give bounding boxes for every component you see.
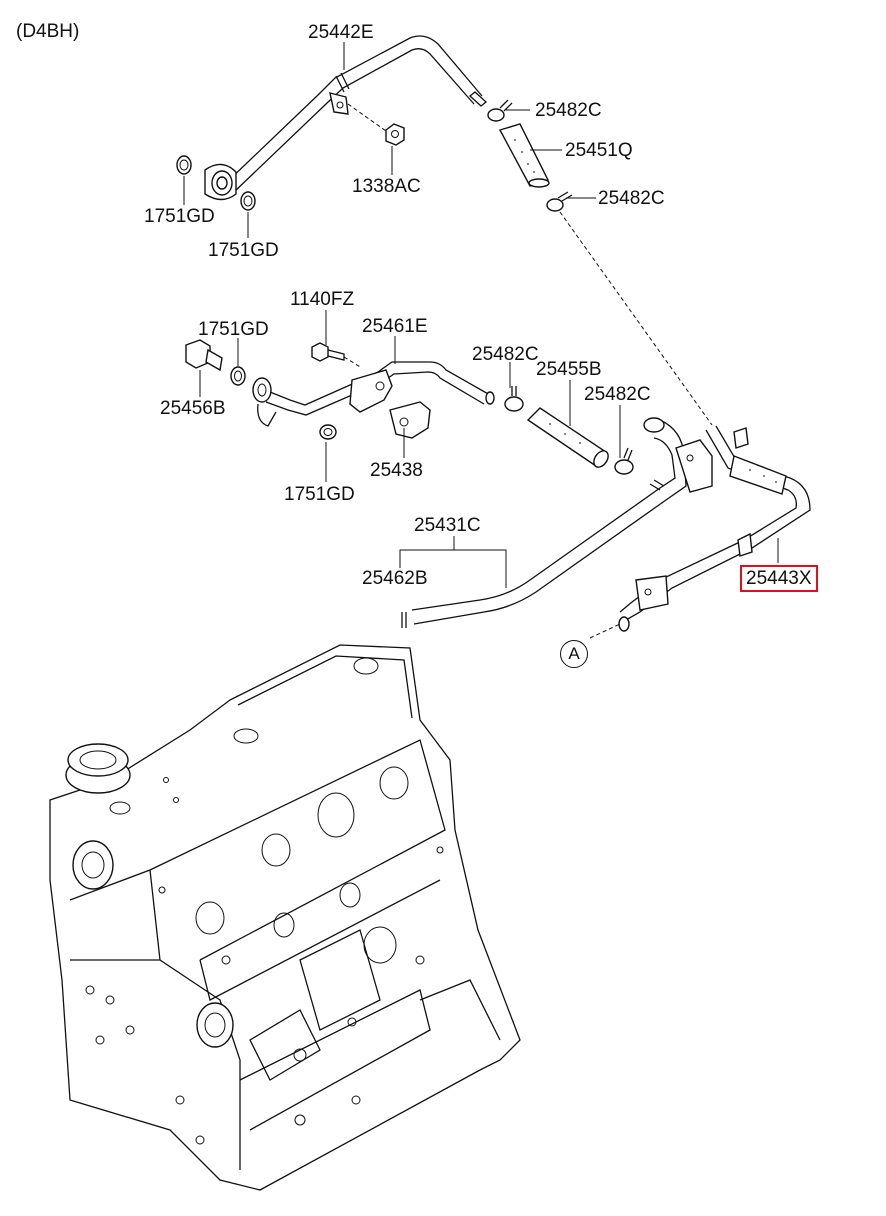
part-label[interactable]: 25431C — [414, 515, 481, 536]
reference-marker: A — [560, 640, 588, 668]
washer-icon — [240, 191, 256, 211]
pipe-25431c — [401, 417, 713, 628]
pipe-25442e — [204, 35, 488, 201]
clamp-icon — [487, 99, 513, 122]
hose-25451q — [498, 123, 550, 188]
clamp-icon — [504, 386, 524, 412]
part-label[interactable]: 25461E — [362, 316, 428, 337]
hose-25455b — [526, 407, 609, 468]
clamp-icon — [614, 447, 634, 475]
part-label[interactable]: 25456B — [160, 398, 226, 419]
part-label[interactable]: 25438 — [370, 460, 423, 481]
pipe-25461e — [252, 361, 495, 427]
part-label[interactable]: 25482C — [472, 344, 539, 365]
bolt-icon — [311, 342, 345, 362]
washer-icon — [230, 366, 246, 386]
part-label[interactable]: 1751GD — [284, 484, 355, 505]
variant-label: (D4BH) — [16, 21, 80, 42]
part-label[interactable]: 25451Q — [565, 140, 633, 161]
washer-icon — [319, 424, 337, 440]
part-label[interactable]: 1338AC — [352, 176, 421, 197]
washer-icon — [176, 155, 192, 175]
part-label[interactable]: 25482C — [598, 188, 665, 209]
fitting-25456b — [185, 339, 223, 372]
part-label[interactable]: 1751GD — [144, 206, 215, 227]
part-label[interactable]: 1751GD — [198, 319, 269, 340]
pipe-25443x — [618, 425, 811, 632]
part-label[interactable]: 25455B — [536, 359, 602, 380]
part-label[interactable]: 25482C — [584, 384, 651, 405]
clamp-icon — [546, 191, 573, 212]
part-label[interactable]: 25442E — [308, 22, 374, 43]
part-label[interactable]: 25462B — [362, 568, 428, 589]
nut-icon — [385, 123, 405, 146]
engine-block — [49, 644, 521, 1191]
bracket-25438 — [389, 401, 431, 439]
part-label[interactable]: 1751GD — [208, 240, 279, 261]
part-label[interactable]: 25482C — [535, 100, 602, 121]
part-label[interactable]: 1140FZ — [290, 289, 355, 310]
highlighted-part-label[interactable]: 25443X — [740, 565, 818, 592]
